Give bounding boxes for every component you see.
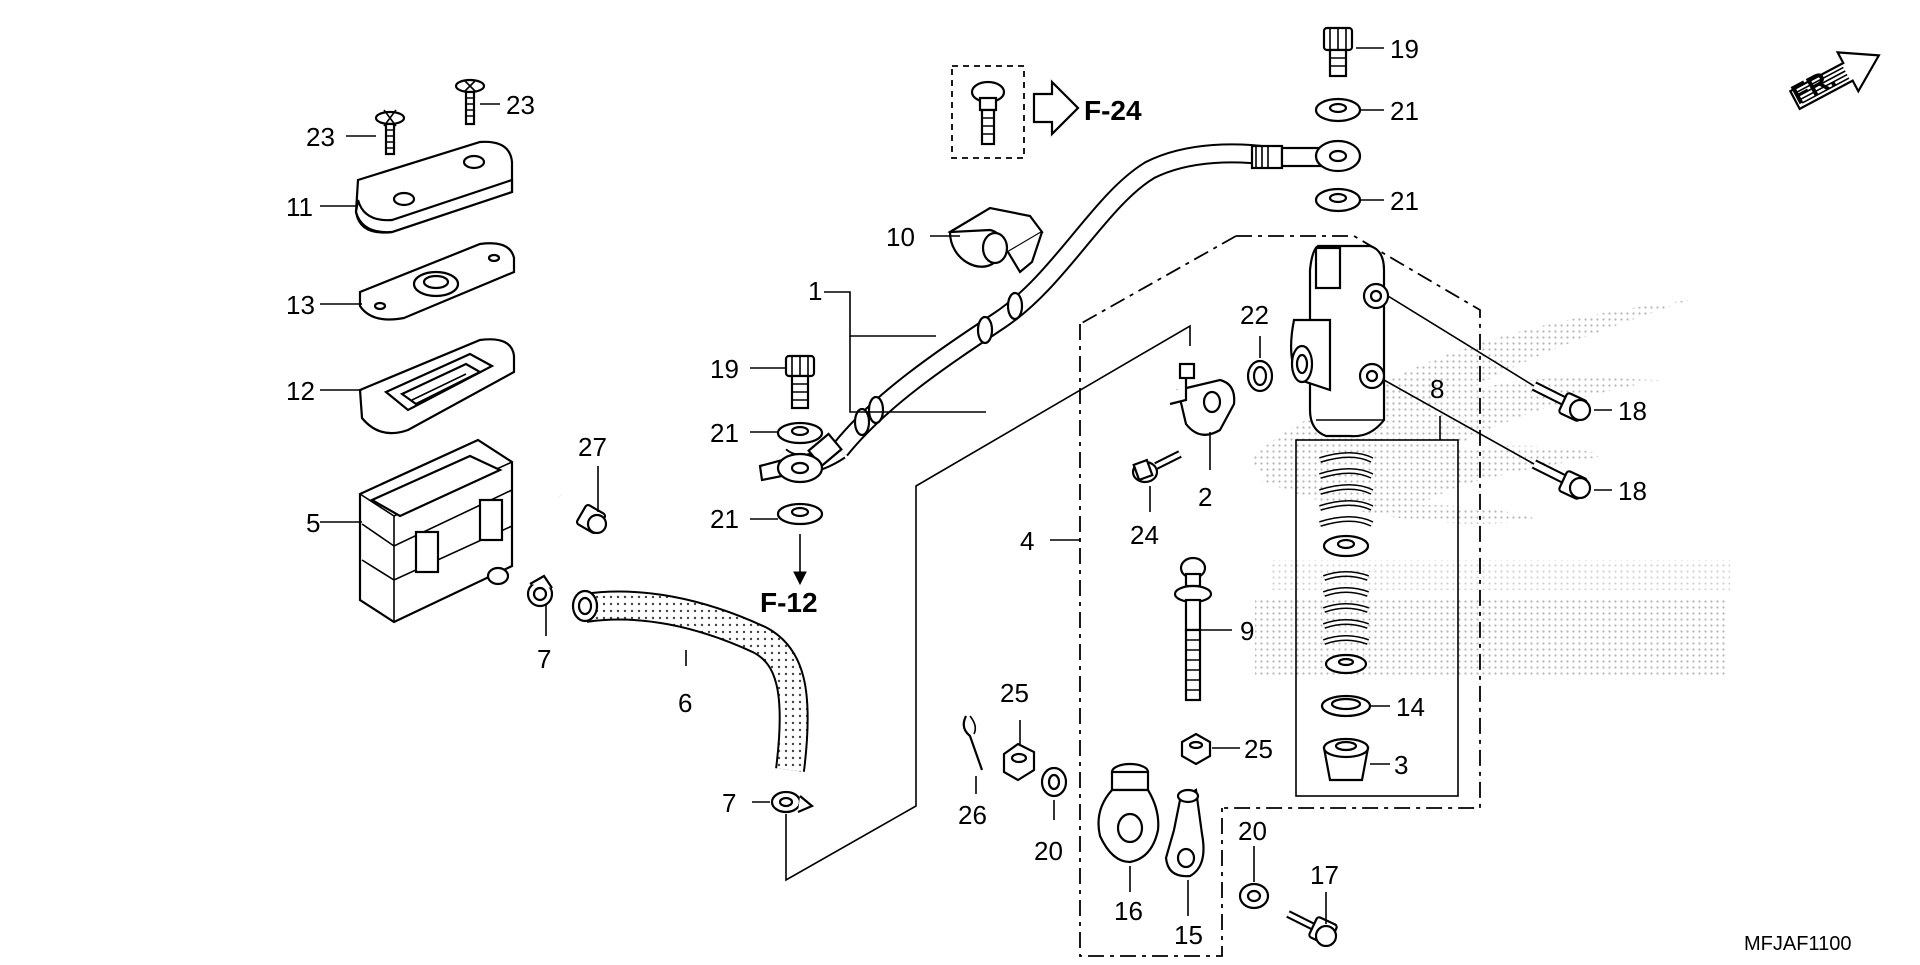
callout-26: 26	[958, 800, 987, 830]
callout-27: 27	[578, 432, 607, 462]
callout-2: 2	[1198, 482, 1212, 512]
callout-18-lower: 18	[1618, 476, 1647, 506]
push-rod-9-icon	[1173, 556, 1213, 702]
callout-24: 24	[1130, 520, 1159, 550]
callout-11: 11	[286, 192, 313, 222]
hose-clip-7-lower-icon	[770, 790, 815, 814]
callout-7-lower: 7	[722, 788, 736, 818]
diagram-code: MFJAF1100	[1744, 933, 1851, 955]
bolt-27-icon	[558, 494, 608, 535]
callout-18-upper: 18	[1618, 396, 1647, 426]
callout-21-lower-bottom: 21	[710, 504, 739, 534]
banjo-fitting-upper-icon	[1314, 139, 1362, 173]
reference-f-24[interactable]: F-24	[1084, 95, 1142, 126]
assembly-bracket-outline	[1079, 235, 1237, 325]
rod-end-15-icon	[1164, 788, 1205, 878]
piston-kit-8-box	[1295, 439, 1459, 797]
callout-9: 9	[1240, 616, 1254, 646]
screw-23-right-icon	[454, 78, 486, 126]
front-direction-arrow-icon	[1788, 51, 1881, 111]
leader-lines	[320, 47, 1612, 924]
callout-23-left: 23	[306, 122, 335, 152]
callout-12: 12	[286, 376, 315, 406]
reference-f-12[interactable]: F-12	[760, 587, 818, 618]
callout-6: 6	[678, 688, 692, 718]
reservoir-body-5-icon	[358, 438, 514, 624]
callout-15: 15	[1174, 920, 1203, 950]
callout-8: 8	[1430, 374, 1444, 404]
nut-25-left-icon	[1002, 742, 1036, 782]
callout-1: 1	[808, 276, 822, 306]
callout-7-upper: 7	[537, 644, 551, 674]
callout-25-left: 25	[1000, 678, 1029, 708]
callout-19-lower: 19	[710, 354, 739, 384]
callout-16: 16	[1114, 896, 1143, 926]
callout-13: 13	[286, 290, 315, 320]
hose-joint-2-icon	[1169, 362, 1236, 436]
master-cylinder-body-icon	[1289, 244, 1390, 438]
reservoir-link-outline	[1079, 324, 1223, 957]
circlip-14-icon	[1320, 694, 1372, 718]
piston-kit-8-icon	[1319, 452, 1374, 675]
boot-3-icon	[1322, 737, 1370, 782]
callout-22: 22	[1240, 300, 1269, 330]
assembly-boundary-line	[785, 324, 1191, 882]
banjo-fitting-lower-icon	[758, 452, 824, 484]
hose-clip-7-upper-icon	[526, 574, 554, 608]
washer-21-upper-bottom-icon	[1314, 187, 1362, 213]
bolt-17-icon	[1286, 910, 1338, 948]
bolt-reference-box	[951, 65, 1080, 159]
callout-20-right: 20	[1238, 816, 1267, 846]
callout-3: 3	[1394, 750, 1408, 780]
o-ring-22-icon	[1246, 359, 1274, 393]
callout-labels: 1 2 3 4 5 6 7 7 8 9 10 11 12 13 14 15 16…	[286, 34, 1647, 950]
callout-17: 17	[1310, 860, 1339, 890]
callout-21-upper-bottom: 21	[1390, 186, 1419, 216]
clevis-16-icon	[1097, 762, 1160, 864]
screw-23-left-icon	[374, 109, 406, 156]
callout-14: 14	[1396, 692, 1425, 722]
bolt-18-lower-icon	[1531, 459, 1592, 500]
master-cylinder-group-outline	[1224, 235, 1481, 809]
diaphragm-plate-13-icon	[358, 242, 516, 321]
reservoir-hose-6-icon	[571, 589, 809, 772]
banjo-bolt-19-upper-icon	[1322, 26, 1354, 78]
bolt-24-icon	[1131, 450, 1182, 484]
cotter-pin-26-icon	[962, 715, 984, 771]
callout-21-upper-top: 21	[1390, 96, 1419, 126]
washer-21-lower-top-icon	[776, 421, 824, 445]
diaphragm-12-icon	[358, 338, 516, 435]
washer-20-left-icon	[1040, 766, 1068, 798]
callout-5: 5	[306, 508, 320, 538]
nut-25-right-icon	[1180, 732, 1212, 766]
callout-25-right: 25	[1244, 734, 1273, 764]
callout-10: 10	[886, 222, 915, 252]
reservoir-cap-11-icon	[354, 140, 514, 234]
banjo-bolt-19-lower-icon	[784, 354, 816, 410]
callout-4: 4	[1020, 526, 1034, 556]
bolt-18-upper-icon	[1531, 381, 1592, 422]
washer-20-right-icon	[1238, 882, 1270, 910]
hose-clamp-10-icon	[947, 206, 1044, 274]
callout-23-right: 23	[506, 90, 535, 120]
washer-21-lower-bottom-icon	[776, 502, 824, 526]
washer-21-upper-top-icon	[1314, 97, 1362, 123]
callout-19-upper: 19	[1390, 34, 1419, 64]
callout-20-left: 20	[1034, 836, 1063, 866]
callout-21-lower-top: 21	[710, 418, 739, 448]
